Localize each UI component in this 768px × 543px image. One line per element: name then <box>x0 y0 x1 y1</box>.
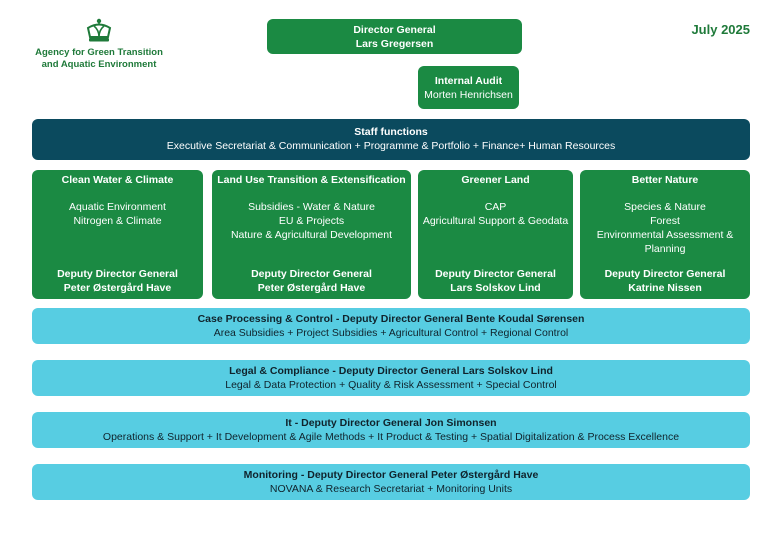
agency-logo: Agency for Green Transition and Aquatic … <box>24 18 174 71</box>
chart-date: July 2025 <box>691 22 750 37</box>
division-head-name: Lars Solskov Lind <box>450 282 541 294</box>
band-it: It - Deputy Director General Jon Simonse… <box>32 412 750 448</box>
division-better-nature: Better Nature Species & Nature Forest En… <box>580 170 750 299</box>
division-land-use: Land Use Transition & Extensification Su… <box>212 170 411 299</box>
division-unit: Nature & Agricultural Development <box>230 229 393 241</box>
division-head-name: Katrine Nissen <box>628 282 702 294</box>
band-items: Legal & Data Protection + Quality & Risk… <box>225 379 557 391</box>
division-unit: CAP <box>484 201 507 213</box>
division-unit: Planning <box>644 243 686 255</box>
division-unit: Species & Nature <box>624 201 706 213</box>
agency-name: Agency for Green Transition and Aquatic … <box>24 47 174 71</box>
staff-functions-items: Executive Secretariat & Communication + … <box>166 140 616 152</box>
director-general-box: Director General Lars Gregersen <box>267 19 522 54</box>
division-head-name: Peter Østergård Have <box>63 282 172 294</box>
division-title: Clean Water & Climate <box>61 174 174 186</box>
division-head: Deputy Director General Katrine Nissen <box>580 267 750 295</box>
band-items: Area Subsidies + Project Subsidies + Agr… <box>213 327 569 339</box>
internal-audit-name: Morten Henrichsen <box>424 89 513 101</box>
agency-name-line2: and Aquatic Environment <box>41 59 157 70</box>
division-units: Aquatic Environment Nitrogen & Climate <box>32 200 203 228</box>
division-title: Land Use Transition & Extensification <box>217 174 406 186</box>
division-unit: EU & Projects <box>278 215 345 227</box>
band-title: Case Processing & Control - Deputy Direc… <box>197 313 585 325</box>
division-head: Deputy Director General Peter Østergård … <box>32 267 203 295</box>
band-title: Legal & Compliance - Deputy Director Gen… <box>229 365 553 377</box>
division-head-title: Deputy Director General <box>57 268 178 280</box>
band-monitoring: Monitoring - Deputy Director General Pet… <box>32 464 750 500</box>
staff-functions-title: Staff functions <box>354 126 428 138</box>
band-title: Monitoring - Deputy Director General Pet… <box>243 469 539 481</box>
crown-icon <box>86 18 112 42</box>
division-head: Deputy Director General Lars Solskov Lin… <box>418 267 573 295</box>
division-unit: Aquatic Environment <box>69 201 166 213</box>
division-title: Better Nature <box>631 174 699 186</box>
division-unit: Subsidies - Water & Nature <box>248 201 375 213</box>
division-units: Subsidies - Water & Nature EU & Projects… <box>212 200 411 242</box>
division-clean-water: Clean Water & Climate Aquatic Environmen… <box>32 170 203 299</box>
division-head-title: Deputy Director General <box>435 268 556 280</box>
division-greener-land: Greener Land CAP Agricultural Support & … <box>418 170 573 299</box>
band-items: Operations & Support + It Development & … <box>102 431 680 443</box>
internal-audit-box: Internal Audit Morten Henrichsen <box>418 66 519 109</box>
division-unit: Environmental Assessment & <box>596 229 734 241</box>
band-title: It - Deputy Director General Jon Simonse… <box>285 417 497 429</box>
division-unit: Agricultural Support & Geodata <box>422 215 569 227</box>
band-legal-compliance: Legal & Compliance - Deputy Director Gen… <box>32 360 750 396</box>
division-head-title: Deputy Director General <box>604 268 726 280</box>
director-general-title: Director General <box>353 24 436 36</box>
division-units: Species & Nature Forest Environmental As… <box>580 200 750 256</box>
agency-name-line1: Agency for Green Transition <box>35 47 163 58</box>
director-general-name: Lars Gregersen <box>355 38 434 50</box>
band-case-processing: Case Processing & Control - Deputy Direc… <box>32 308 750 344</box>
division-head-title: Deputy Director General <box>251 268 372 280</box>
division-unit: Forest <box>650 215 680 227</box>
division-head-name: Peter Østergård Have <box>257 282 366 294</box>
band-items: NOVANA & Research Secretariat + Monitori… <box>269 483 513 495</box>
division-title: Greener Land <box>461 174 530 186</box>
division-unit: Nitrogen & Climate <box>73 215 162 227</box>
division-units: CAP Agricultural Support & Geodata <box>418 200 573 228</box>
division-head: Deputy Director General Peter Østergård … <box>212 267 411 295</box>
internal-audit-title: Internal Audit <box>434 75 503 87</box>
staff-functions-box: Staff functions Executive Secretariat & … <box>32 119 750 160</box>
